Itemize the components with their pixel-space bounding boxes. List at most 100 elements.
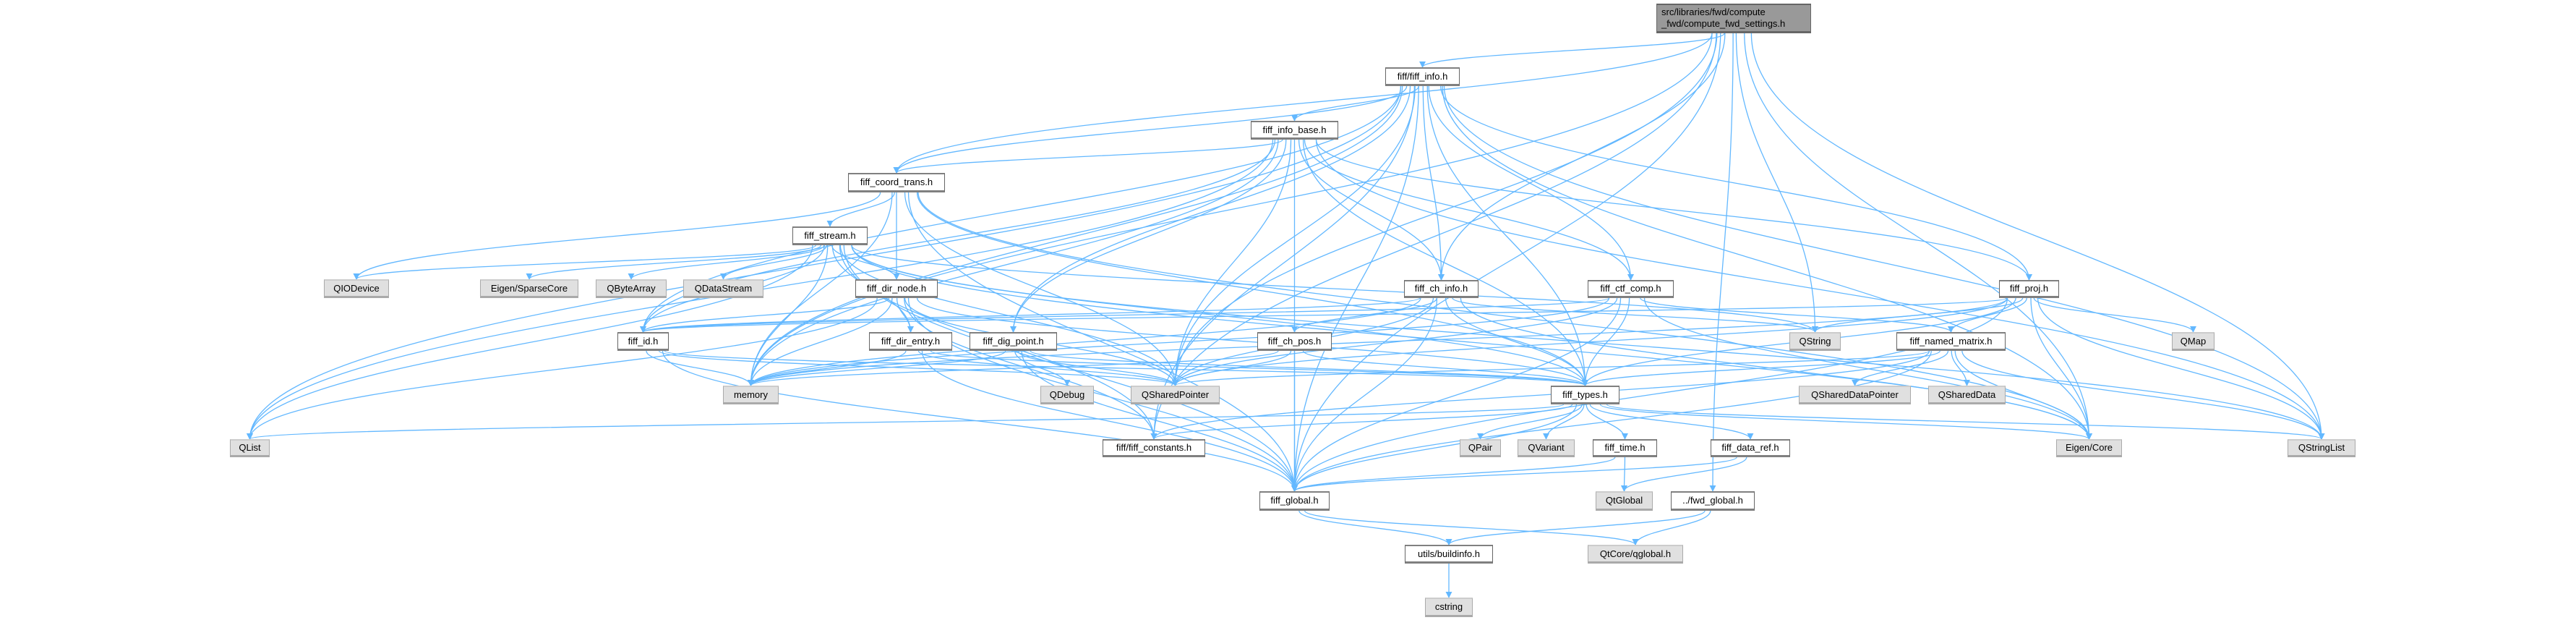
node-fiff-global[interactable]: fiff_global.h	[1259, 491, 1330, 511]
edge-fiff-id-to-memory	[646, 350, 754, 386]
edge-fiff-ch-info-to-fiff-types	[1445, 297, 1589, 386]
edge-fiff-named-matrix-to-fiff-global	[1291, 350, 1932, 492]
node-fiff-named-matrix[interactable]: fiff_named_matrix.h	[1896, 332, 2006, 351]
node-fiff-proj[interactable]: fiff_proj.h	[1999, 280, 2059, 298]
node-label: fiff_time.h	[1604, 442, 1646, 453]
edge-fiff-named-matrix-to-fiff-types	[1582, 350, 1940, 386]
edge-fiff-named-matrix-to-qshareddata	[1951, 350, 1971, 386]
node-label: fiff_ch_info.h	[1414, 283, 1468, 294]
edge-fiff-ch-pos-to-fiff-types	[1302, 350, 1588, 386]
node-fiff-ctf-comp[interactable]: fiff_ctf_comp.h	[1588, 280, 1674, 298]
node-qlist: QList	[230, 439, 270, 457]
node-fiff-stream[interactable]: fiff_stream.h	[792, 226, 868, 245]
edge-fiff-ctf-comp-to-memory	[748, 297, 1610, 386]
node-label: fiff_global.h	[1270, 495, 1319, 506]
edge-fiff-types-to-qstringlist	[1606, 404, 2325, 440]
edge-fiff-info-to-memory	[747, 85, 1403, 386]
node-cstring: cstring	[1425, 598, 1473, 617]
node-qstring: QString	[1789, 332, 1841, 351]
node-fiff-info-base[interactable]: fiff_info_base.h	[1251, 121, 1338, 140]
edge-fiff-coord-trans-to-qiodevice	[353, 192, 881, 280]
edge-fiff-stream-to-fiff-dir-node	[831, 245, 900, 280]
node-label: QPair	[1468, 442, 1493, 453]
edge-fiff-global-to-utils-buildinfo	[1298, 510, 1452, 545]
node-fiff-dir-entry[interactable]: fiff_dir_entry.h	[869, 332, 952, 351]
node-label: ../fwd_global.h	[1682, 495, 1743, 506]
node-label: fiff_dig_point.h	[983, 335, 1044, 347]
node-label: _fwd/compute_fwd_settings.h	[1661, 18, 1786, 29]
node-fiff-types[interactable]: fiff_types.h	[1551, 386, 1619, 404]
node-label: QMap	[2180, 335, 2207, 347]
node-utils-buildinfo[interactable]: utils/buildinfo.h	[1405, 545, 1493, 564]
node-label: QSharedData	[1938, 388, 1996, 400]
edge-fiff-stream-to-qdatastream	[720, 245, 828, 280]
node-label: QSharedDataPointer	[1811, 388, 1899, 400]
edge-fiff-stream-to-qlist	[247, 245, 813, 440]
node-label: QIODevice	[333, 282, 380, 294]
edge-fiff-stream-to-memory	[747, 245, 829, 386]
node-fiff-dig-point[interactable]: fiff_dig_point.h	[970, 332, 1057, 351]
edge-fiff-named-matrix-to-qsharedpointer	[1172, 350, 1930, 386]
node-label: fiff_named_matrix.h	[1909, 335, 1993, 347]
node-memory: memory	[723, 386, 779, 404]
edge-fiff-info-to-qstringlist	[1443, 85, 2325, 440]
edge-fiff-dir-node-to-fiff-dir-entry	[896, 297, 915, 333]
node-fiff-ch-pos[interactable]: fiff_ch_pos.h	[1257, 332, 1332, 351]
edge-fiff-proj-to-fiff-id	[640, 297, 2008, 333]
node-qvariant: QVariant	[1518, 439, 1575, 457]
edge-fiff-data-ref-to-fiff-global	[1291, 456, 1737, 492]
edge-fiff-dir-entry-to-memory	[748, 350, 907, 386]
edge-fiff-ctf-comp-to-fiff-named-matrix	[1640, 297, 1954, 333]
node-eigen-sparsecore: Eigen/SparseCore	[480, 279, 578, 298]
edge-fiff-info-base-to-fiff-coord-trans	[893, 139, 1283, 174]
node-fwd-global[interactable]: ../fwd_global.h	[1671, 491, 1755, 511]
edge-fiff-info-base-to-fiff-ctf-comp	[1304, 139, 1635, 281]
node-fiff-dir-node[interactable]: fiff_dir_node.h	[855, 279, 938, 298]
edge-fiff-stream-to-qstring	[851, 245, 1818, 333]
node-label: fiff_info_base.h	[1262, 124, 1327, 135]
edge-fiff-dir-node-to-qlist	[247, 297, 878, 440]
node-fiff-time[interactable]: fiff_time.h	[1593, 439, 1657, 457]
edge-fiff-info-to-fiff-coord-trans	[893, 85, 1408, 174]
node-label: fiff_stream.h	[804, 229, 856, 241]
edge-fiff-ch-pos-to-qsharedpointer	[1172, 350, 1292, 386]
node-label: fiff_coord_trans.h	[860, 177, 933, 187]
edge-fiff-coord-trans-to-fiff-types	[916, 192, 1588, 386]
node-label: QSharedPointer	[1141, 388, 1210, 400]
node-qstringlist: QStringList	[2288, 439, 2355, 457]
node-fiff-constants[interactable]: fiff/fiff_constants.h	[1103, 439, 1205, 457]
node-label: QtCore/qglobal.h	[1599, 548, 1672, 559]
edge-fiff-coord-trans-to-fiff-global	[907, 192, 1298, 492]
edge-fiff-proj-to-fiff-named-matrix	[1947, 297, 2027, 333]
node-fiff-coord-trans[interactable]: fiff_coord_trans.h	[848, 173, 945, 192]
edge-fiff-dig-point-to-qsharedpointer	[1017, 350, 1178, 386]
node-label: QVariant	[1528, 442, 1565, 453]
edge-fiff-coord-trans-to-fiff-stream	[826, 192, 895, 227]
edge-fiff-dir-node-to-memory	[747, 297, 893, 386]
edge-fiff-info-to-eigen-core	[1442, 85, 2093, 440]
edge-fiff-dig-point-to-fiff-types	[1030, 350, 1588, 386]
node-fiff-ch-info[interactable]: fiff_ch_info.h	[1404, 280, 1479, 298]
node-label: fiff_ch_pos.h	[1267, 335, 1322, 347]
node-label: fiff/fiff_constants.h	[1116, 442, 1192, 453]
edge-root-to-fiff-coord-trans	[893, 33, 1713, 174]
edge-fiff-ctf-comp-to-qsharedpointer	[1172, 297, 1618, 386]
edge-fiff-info-to-fiff-dig-point	[1009, 85, 1411, 333]
node-label: QList	[239, 442, 261, 453]
edge-fiff-info-to-fiff-constants	[1150, 85, 1415, 440]
node-label: QByteArray	[607, 282, 656, 294]
node-qsharedpointer: QSharedPointer	[1131, 386, 1220, 404]
edge-root-to-fiff-global	[1291, 33, 1721, 492]
edge-fiff-types-to-qpair	[1477, 404, 1583, 440]
node-fiff-data-ref[interactable]: fiff_data_ref.h	[1711, 439, 1790, 457]
node-fiff-info[interactable]: fiff/fiff_info.h	[1385, 67, 1460, 86]
edge-root-to-qsharedpointer	[1171, 33, 1718, 386]
node-qiodevice: QIODevice	[324, 279, 389, 298]
edge-fiff-named-matrix-to-qshareddatapointer	[1851, 350, 1949, 386]
node-label: fiff_dir_node.h	[866, 282, 927, 294]
node-fiff-id[interactable]: fiff_id.h	[617, 332, 669, 351]
edge-fiff-dir-entry-to-fiff-types	[930, 350, 1588, 386]
edge-fiff-types-to-eigen-core	[1599, 404, 2092, 440]
node-root[interactable]: src/libraries/fwd/compute_fwd/compute_fw…	[1656, 4, 1811, 33]
